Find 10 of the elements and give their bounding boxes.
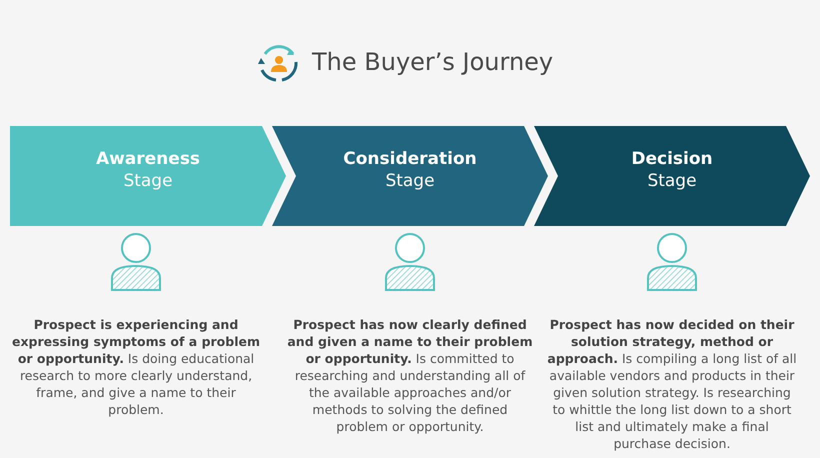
stage-subtitle: Stage [646,170,698,192]
stage-subtitle: Stage [384,170,436,192]
stage-title: Awareness [94,148,202,170]
stage-description: Prospect has now clearly defined and given a name to their problem or opportunity. Is committed to researching and understanding all of the available approaches and/or methods to solving the defined problem or opportunity. [286,316,534,435]
title: The Buyer’s Journey [312,48,554,76]
stage-title: Consideration [342,148,478,170]
stage-description: Prospect is experiencing and expressing symptoms of a problem or opportunity. Is doing educational research to more clearly understand, frame, and give a name to their problem. [11,316,261,418]
stage-description: Prospect has now decided on their solution strategy, method or approach. Is compiling a long list of all available vendors and products in their given solution strategy. Is researching to whittle the long list down to a short list and ultimately make a final purchase decision. [547,316,797,452]
stage-title: Decision [630,148,714,170]
stage-subtitle: Stage [122,170,174,192]
